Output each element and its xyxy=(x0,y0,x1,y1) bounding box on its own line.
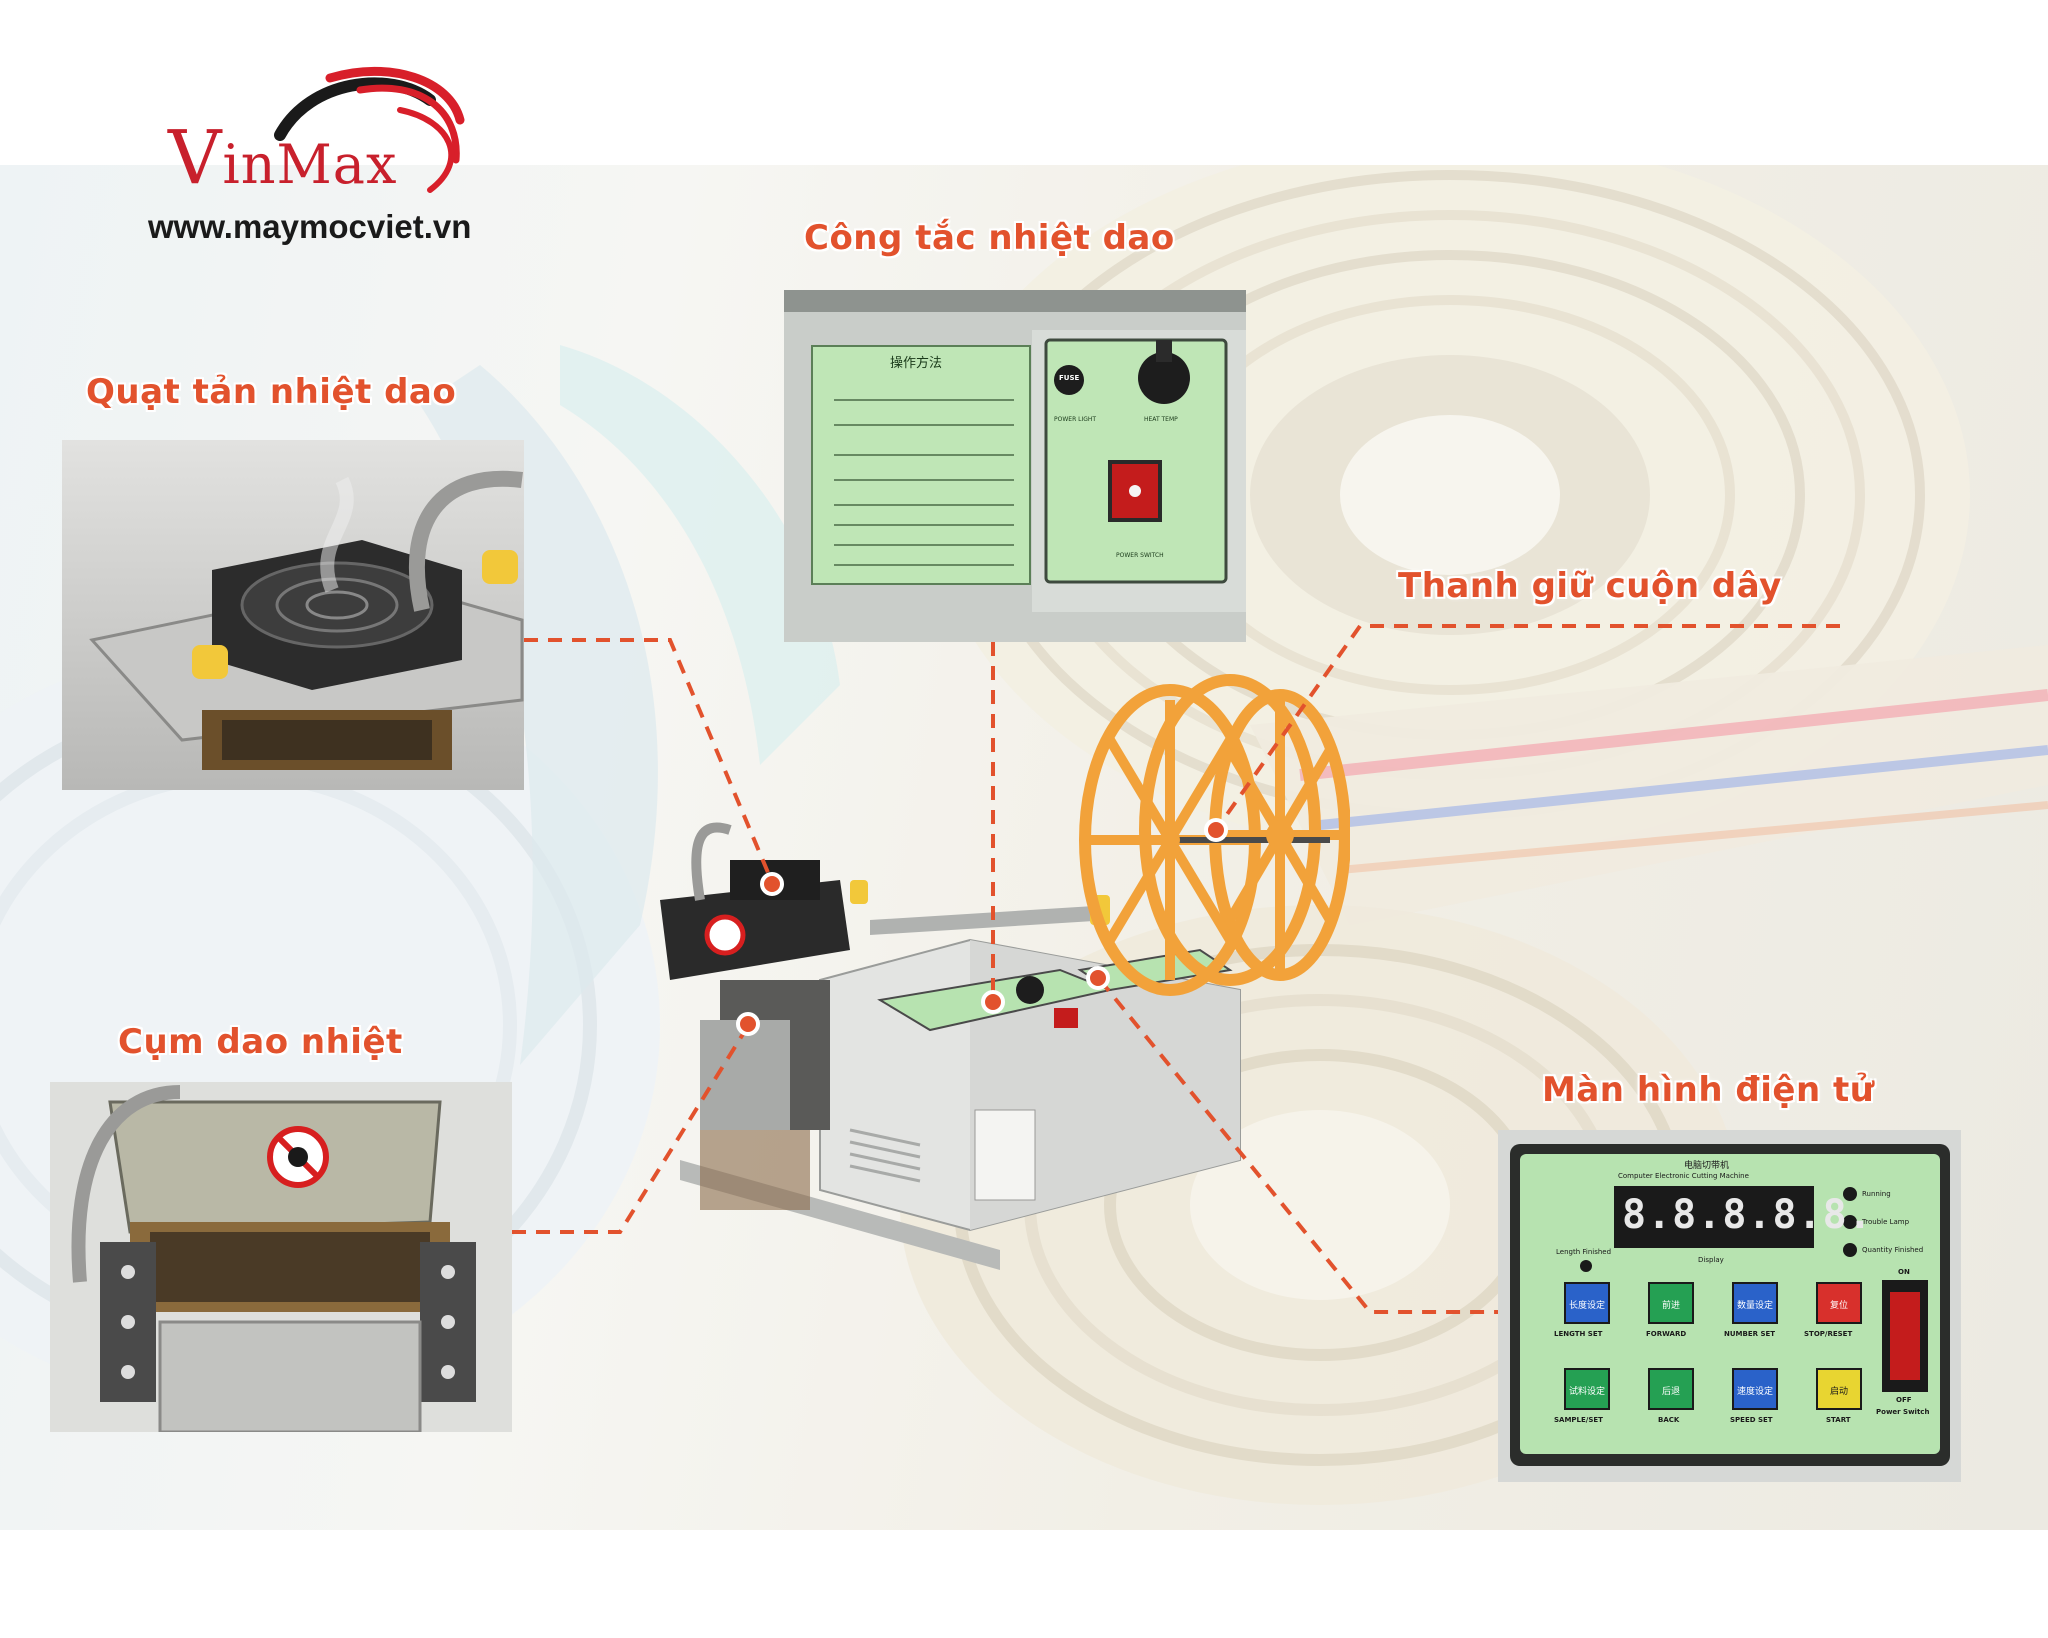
start-button[interactable]: 启动 xyxy=(1816,1368,1862,1410)
sample-set-label: SAMPLE/SET xyxy=(1554,1416,1603,1424)
vinmax-logo: VinMax xyxy=(160,60,490,201)
logo-wordmark: VinMax xyxy=(168,115,398,201)
speed-set-button[interactable]: 速度设定 xyxy=(1732,1368,1778,1410)
display-subtitle: Computer Electronic Cutting Machine xyxy=(1618,1172,1749,1180)
button-cn-label: 后退 xyxy=(1661,1387,1680,1397)
button-cn-label: 前进 xyxy=(1661,1301,1680,1311)
length-set-button[interactable]: 长度设定 xyxy=(1564,1282,1610,1324)
logo-swoosh-icon xyxy=(274,66,465,193)
forward-button[interactable]: 前进 xyxy=(1648,1282,1694,1324)
lamp-trouble-label: Trouble Lamp xyxy=(1862,1218,1910,1226)
button-cn-label: 试料设定 xyxy=(1568,1387,1605,1397)
cooling-fan-panel xyxy=(62,440,524,790)
start-label: START xyxy=(1826,1416,1851,1424)
button-cn-label: 速度设定 xyxy=(1736,1387,1773,1397)
lamp-running-label: Running xyxy=(1862,1190,1891,1198)
display-readout: 8.8.8.8.8. xyxy=(1622,1192,1873,1238)
button-cn-label: 复位 xyxy=(1829,1301,1848,1311)
power-switch-label: Power Switch xyxy=(1876,1408,1930,1416)
stop-reset-button[interactable]: 复位 xyxy=(1816,1282,1862,1324)
switch-panel-power-switch: POWER SWITCH xyxy=(1116,552,1164,559)
power-off-label: OFF xyxy=(1896,1396,1912,1404)
electronic-display-panel: 电脑切带机 Computer Electronic Cutting Machin… xyxy=(1498,1130,1961,1482)
lamp-quantity-label: Quantity Finished xyxy=(1862,1246,1924,1254)
heat-switch-panel: 操作方法 FUSE POWER LIGHT HEAT TEMP POWER SW… xyxy=(784,290,1246,642)
button-cn-label: 启动 xyxy=(1829,1387,1848,1397)
reel-holder-image xyxy=(1060,670,1350,1010)
label-reel-holder: Thanh giữ cuộn dây xyxy=(1398,566,1782,606)
forward-label: FORWARD xyxy=(1646,1330,1687,1338)
power-on-label: ON xyxy=(1898,1268,1910,1276)
button-cn-label: 数量设定 xyxy=(1736,1301,1773,1311)
power-switch-toggle[interactable] xyxy=(1882,1280,1928,1392)
back-label: BACK xyxy=(1658,1416,1680,1424)
number-set-label: NUMBER SET xyxy=(1724,1330,1776,1338)
switch-panel-heat-temp: HEAT TEMP xyxy=(1144,416,1178,423)
switch-panel-power-light: POWER LIGHT xyxy=(1054,416,1097,423)
number-set-button[interactable]: 数量设定 xyxy=(1732,1282,1778,1324)
website-url[interactable]: www.maymocviet.vn xyxy=(148,208,472,245)
display-label: Display xyxy=(1698,1256,1724,1264)
label-heat-switch: Công tắc nhiệt dao xyxy=(804,218,1175,258)
sample-set-button[interactable]: 试料设定 xyxy=(1564,1368,1610,1410)
button-cn-label: 长度设定 xyxy=(1568,1301,1605,1311)
display-title-cn: 电脑切带机 xyxy=(1684,1161,1730,1171)
hot-knife-panel xyxy=(50,1082,512,1432)
stop-reset-label: STOP/RESET xyxy=(1804,1330,1853,1338)
label-electronic-screen: Màn hình điện tử xyxy=(1542,1070,1875,1110)
switch-panel-fuse: FUSE xyxy=(1059,374,1080,382)
switch-panel-instructions-title: 操作方法 xyxy=(890,356,943,371)
label-cooling-fan: Quạt tản nhiệt dao xyxy=(86,372,457,412)
length-finished-label: Length Finished xyxy=(1556,1248,1612,1256)
label-hot-knife: Cụm dao nhiệt xyxy=(118,1022,403,1062)
length-set-label: LENGTH SET xyxy=(1554,1330,1603,1338)
back-button[interactable]: 后退 xyxy=(1648,1368,1694,1410)
speed-set-label: SPEED SET xyxy=(1730,1416,1773,1424)
